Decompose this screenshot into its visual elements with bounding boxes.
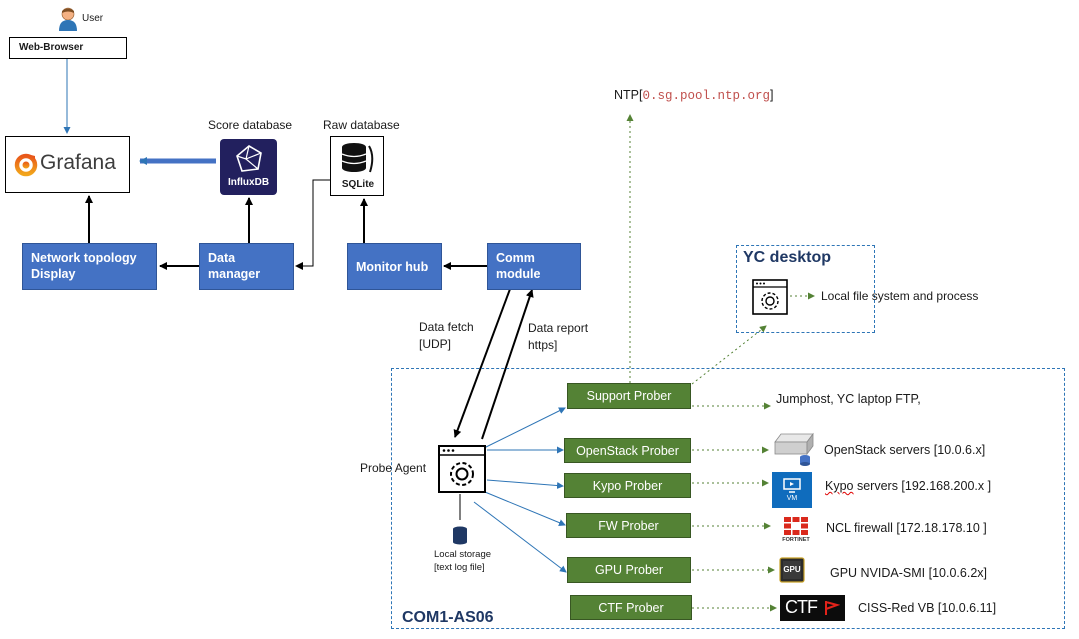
yc-gear-window-icon — [752, 279, 788, 315]
openstack-prober-box[interactable]: OpenStack Prober — [564, 438, 691, 463]
gpu-target-label: GPU NVIDA-SMI [10.0.6.2x] — [830, 566, 987, 580]
comm-module-line1: Comm — [496, 251, 535, 265]
network-topology-line2: Display — [31, 267, 76, 281]
score-database-caption: Score database — [208, 118, 293, 132]
local-storage-line2: [text log file] — [434, 562, 485, 573]
support-target-text: Jumphost, YC laptop FTP, — [776, 392, 921, 406]
ctf-prober-box[interactable]: CTF Prober — [570, 595, 692, 620]
user-label: User — [82, 13, 104, 24]
ctf-target-label: CISS-Red VB [10.0.6.11] — [858, 601, 997, 615]
gpu-chip-icon: GPU — [778, 556, 806, 584]
ntp-suffix: ] — [770, 88, 774, 102]
probe-agent-gear-window-icon — [438, 445, 486, 493]
com1-as06-label: COM1-AS06 — [402, 609, 494, 626]
openstack-target-label: OpenStack servers [10.0.6.x] — [824, 443, 986, 457]
network-topology-display-box[interactable]: Network topology Display — [22, 243, 157, 290]
grafana-box[interactable]: Grafana — [5, 136, 130, 193]
gpu-prober-box[interactable]: GPU Prober — [567, 557, 691, 583]
data-fetch-line2: [UDP] — [419, 337, 452, 351]
raw-database-caption: Raw database — [323, 118, 400, 132]
user-icon — [58, 7, 78, 31]
data-manager-box[interactable]: Data manager — [199, 243, 294, 290]
ctfd-logo-text: CTF — [785, 597, 818, 617]
database-cylinder-icon — [341, 143, 374, 173]
sqlite-logo: SQLite — [330, 136, 384, 196]
ctfd-logo-icon: CTF — [780, 595, 845, 621]
data-fetch-line1: Data fetch — [419, 320, 474, 334]
yc-desktop-group — [736, 245, 875, 333]
arrow-agent-fw — [484, 491, 566, 526]
network-topology-line1: Network topology — [31, 251, 137, 265]
kypo-target-rest: servers [192.168.200.x ] — [853, 479, 992, 493]
ntp-host: 0.sg.pool.ntp.org — [642, 89, 771, 103]
web-browser-box[interactable]: Web-Browser — [9, 37, 127, 59]
arrow-agent-support — [483, 407, 566, 449]
monitor-hub-label: Monitor hub — [356, 260, 429, 274]
yc-local-fs-label: Local file system and process — [821, 289, 979, 303]
com1-as06-group — [391, 368, 1065, 629]
local-storage-cylinder-icon — [452, 526, 468, 545]
comm-module-line2: module — [496, 267, 541, 281]
kypo-prober-box[interactable]: Kypo Prober — [564, 473, 691, 498]
arrow-agent-kypo — [486, 479, 564, 490]
data-report-line1: Data report — [528, 321, 589, 335]
arrow-agent-gpu — [473, 501, 567, 573]
probe-agent-label: Probe Agent — [360, 461, 427, 475]
influxdb-cube-icon — [236, 145, 262, 172]
arrow-data-report — [481, 289, 534, 440]
local-storage-line1: Local storage — [434, 549, 492, 560]
fw-target-label: NCL firewall [172.18.178.10 ] — [826, 521, 987, 535]
comm-module-box[interactable]: Comm module — [487, 243, 581, 290]
vm-icon-text: VM — [786, 495, 798, 502]
data-manager-line1: Data — [208, 251, 236, 265]
ntp-label: NTP[0.sg.pool.ntp.org] — [614, 88, 774, 103]
server-icon — [771, 432, 817, 468]
fortinet-logo-icon: FORTINET — [774, 515, 818, 545]
line-sqlite-manager — [295, 179, 330, 270]
grafana-label: Grafana — [40, 151, 116, 174]
data-manager-line2: manager — [208, 267, 261, 281]
arrow-data-fetch — [453, 288, 511, 438]
grafana-logo-icon — [14, 153, 38, 177]
support-prober-box[interactable]: Support Prober — [567, 383, 691, 409]
fortinet-logo-text: FORTINET — [782, 537, 810, 543]
web-browser-label: Web-Browser — [19, 42, 84, 53]
fw-prober-box[interactable]: FW Prober — [566, 513, 691, 538]
data-report-line2: https] — [528, 338, 558, 352]
gpu-chip-text: GPU — [783, 565, 801, 574]
vm-icon: VM — [772, 472, 812, 508]
kypo-target-label: Kypo servers [192.168.200.x ] — [825, 479, 991, 493]
kypo-prober-label: Kypo Prober — [592, 479, 663, 493]
influxdb-logo: InfluxDB — [220, 139, 277, 195]
arrow-support-yc — [691, 325, 767, 385]
yc-desktop-title: YC desktop — [743, 249, 832, 266]
sqlite-logo-text: SQLite — [341, 179, 375, 190]
kypo-target-word: Kypo — [825, 479, 854, 493]
influxdb-logo-text: InfluxDB — [227, 177, 270, 188]
monitor-hub-box[interactable]: Monitor hub — [347, 243, 442, 290]
support-target-label: Jumphost, YC laptop FTP, — [776, 392, 921, 406]
ntp-prefix: NTP[ — [614, 88, 643, 102]
